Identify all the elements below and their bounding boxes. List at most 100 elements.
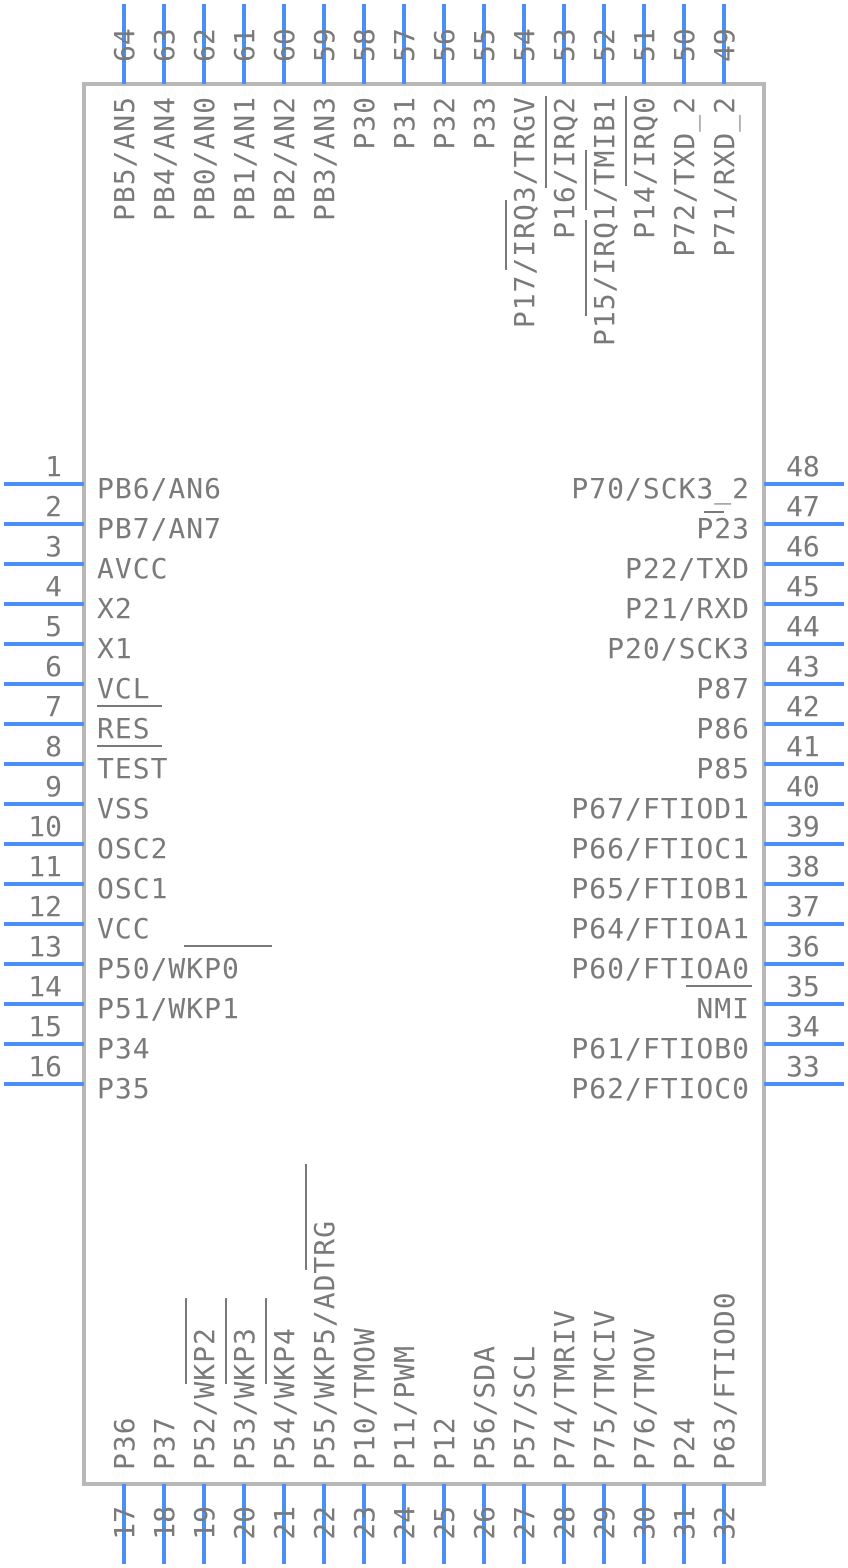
pin-number-59: 59 bbox=[308, 28, 341, 62]
pin-number-18: 18 bbox=[148, 1506, 181, 1540]
pin-label-8: TEST bbox=[97, 752, 168, 785]
pin-label-18: P37 bbox=[148, 1416, 181, 1470]
pin-number-39: 39 bbox=[786, 810, 820, 843]
pin-number-35: 35 bbox=[786, 970, 820, 1003]
pin-number-53: 53 bbox=[548, 28, 581, 62]
pin-number-13: 13 bbox=[28, 930, 62, 963]
pin-label-63: PB4/AN4 bbox=[148, 96, 181, 221]
pin-label-50: P72/TXD_2 bbox=[668, 96, 702, 257]
pin-label-5: X1 bbox=[97, 632, 133, 665]
pin-number-10: 10 bbox=[28, 810, 62, 843]
pin-label-32: P63/FTIOD0 bbox=[708, 1291, 741, 1470]
pin-label-39: P66/FTIOC1 bbox=[571, 832, 750, 865]
ic-body bbox=[82, 82, 766, 1486]
pin-number-20: 20 bbox=[228, 1506, 261, 1540]
pin-number-26: 26 bbox=[468, 1506, 501, 1540]
pin-number-27: 27 bbox=[508, 1506, 541, 1540]
pin-label-15: P34 bbox=[97, 1032, 151, 1065]
pin-label-19: P52/WKP2 bbox=[188, 1327, 221, 1470]
pin-number-32: 32 bbox=[708, 1506, 741, 1540]
pin-label-1: PB6/AN6 bbox=[97, 472, 222, 505]
pin-number-7: 7 bbox=[45, 690, 62, 723]
pin-label-9: VSS bbox=[97, 792, 151, 825]
pin-label-41: P85 bbox=[696, 752, 750, 785]
pin-number-4: 4 bbox=[45, 570, 62, 603]
pin-number-33: 33 bbox=[786, 1050, 820, 1083]
pin-label-3: AVCC bbox=[97, 552, 168, 585]
pin-label-21: P54/WKP4 bbox=[268, 1327, 301, 1470]
pin-label-57: P31 bbox=[388, 96, 421, 150]
pin-label-51: P14/IRQ0 bbox=[628, 96, 661, 239]
pin-number-46: 46 bbox=[786, 530, 820, 563]
pin-number-28: 28 bbox=[548, 1506, 581, 1540]
pin-label-29: P75/TMCIV bbox=[588, 1309, 621, 1470]
pin-number-23: 23 bbox=[348, 1506, 381, 1540]
pin-label-46: P22/TXD bbox=[625, 552, 750, 585]
pin-number-61: 61 bbox=[228, 28, 261, 62]
pin-label-16: P35 bbox=[97, 1072, 151, 1105]
pin-number-50: 50 bbox=[668, 28, 701, 62]
pin-label-45: P21/RXD bbox=[625, 592, 750, 625]
pin-label-17: P36 bbox=[108, 1416, 141, 1470]
pin-label-33: P62/FTIOC0 bbox=[571, 1072, 750, 1105]
pin-label-54: P17/IRQ3/TRGV bbox=[508, 96, 541, 328]
pin-label-64: PB5/AN5 bbox=[108, 96, 141, 221]
pin-label-10: OSC2 bbox=[97, 832, 168, 865]
pin-label-49: P71/RXD_2 bbox=[708, 96, 742, 257]
pin-label-47: P23 bbox=[696, 512, 750, 545]
pin-number-62: 62 bbox=[188, 28, 221, 62]
pin-label-26: P56/SDA bbox=[468, 1345, 501, 1470]
pin-number-47: 47 bbox=[786, 490, 820, 523]
pin-number-42: 42 bbox=[786, 690, 820, 723]
pin-number-24: 24 bbox=[388, 1506, 421, 1540]
pin-number-41: 41 bbox=[786, 730, 820, 763]
pin-number-5: 5 bbox=[45, 610, 62, 643]
pin-number-3: 3 bbox=[45, 530, 62, 563]
pin-label-22: P55/WKP5/ADTRG bbox=[308, 1220, 341, 1470]
pin-number-38: 38 bbox=[786, 850, 820, 883]
pin-label-20: P53/WKP3 bbox=[228, 1327, 261, 1470]
pin-number-44: 44 bbox=[786, 610, 820, 643]
pin-number-63: 63 bbox=[148, 28, 181, 62]
pin-number-14: 14 bbox=[28, 970, 62, 1003]
pin-number-57: 57 bbox=[388, 28, 421, 62]
pin-number-48: 48 bbox=[786, 450, 820, 483]
pin-label-48: P70/SCK3_2 bbox=[571, 472, 750, 506]
pin-number-51: 51 bbox=[628, 28, 661, 62]
pin-label-30: P76/TMOV bbox=[628, 1327, 661, 1470]
pin-number-30: 30 bbox=[628, 1506, 661, 1540]
pin-label-61: PB1/AN1 bbox=[228, 96, 261, 221]
pin-label-62: PB0/AN0 bbox=[188, 96, 221, 221]
pin-label-35: NMI bbox=[696, 992, 750, 1025]
pin-number-11: 11 bbox=[28, 850, 62, 883]
pin-number-58: 58 bbox=[348, 28, 381, 62]
pin-number-16: 16 bbox=[28, 1050, 62, 1083]
pin-number-21: 21 bbox=[268, 1506, 301, 1540]
pin-label-36: P60/FTIOA0 bbox=[571, 952, 750, 985]
pin-number-8: 8 bbox=[45, 730, 62, 763]
pin-number-12: 12 bbox=[28, 890, 62, 923]
pin-number-1: 1 bbox=[45, 450, 62, 483]
pin-number-43: 43 bbox=[786, 650, 820, 683]
pin-label-37: P64/FTIOA1 bbox=[571, 912, 750, 945]
pin-number-31: 31 bbox=[668, 1506, 701, 1540]
pin-label-55: P33 bbox=[468, 96, 501, 150]
pin-label-7: RES bbox=[97, 712, 151, 745]
pin-label-28: P74/TMRIV bbox=[548, 1309, 581, 1470]
pin-label-4: X2 bbox=[97, 592, 133, 625]
pin-number-36: 36 bbox=[786, 930, 820, 963]
pin-number-34: 34 bbox=[786, 1010, 820, 1043]
pin-number-60: 60 bbox=[268, 28, 301, 62]
pin-number-9: 9 bbox=[45, 770, 62, 803]
pin-label-23: P10/TMOW bbox=[348, 1327, 381, 1470]
pin-number-56: 56 bbox=[428, 28, 461, 62]
pin-label-27: P57/SCL bbox=[508, 1345, 541, 1470]
pin-label-58: P30 bbox=[348, 96, 381, 150]
pin-label-60: PB2/AN2 bbox=[268, 96, 301, 221]
pin-label-40: P67/FTIOD1 bbox=[571, 792, 750, 825]
pin-label-24: P11/PWM bbox=[388, 1345, 421, 1470]
pin-number-45: 45 bbox=[786, 570, 820, 603]
pin-label-34: P61/FTIOB0 bbox=[571, 1032, 750, 1065]
pin-label-13: P50/WKP0 bbox=[97, 952, 240, 985]
